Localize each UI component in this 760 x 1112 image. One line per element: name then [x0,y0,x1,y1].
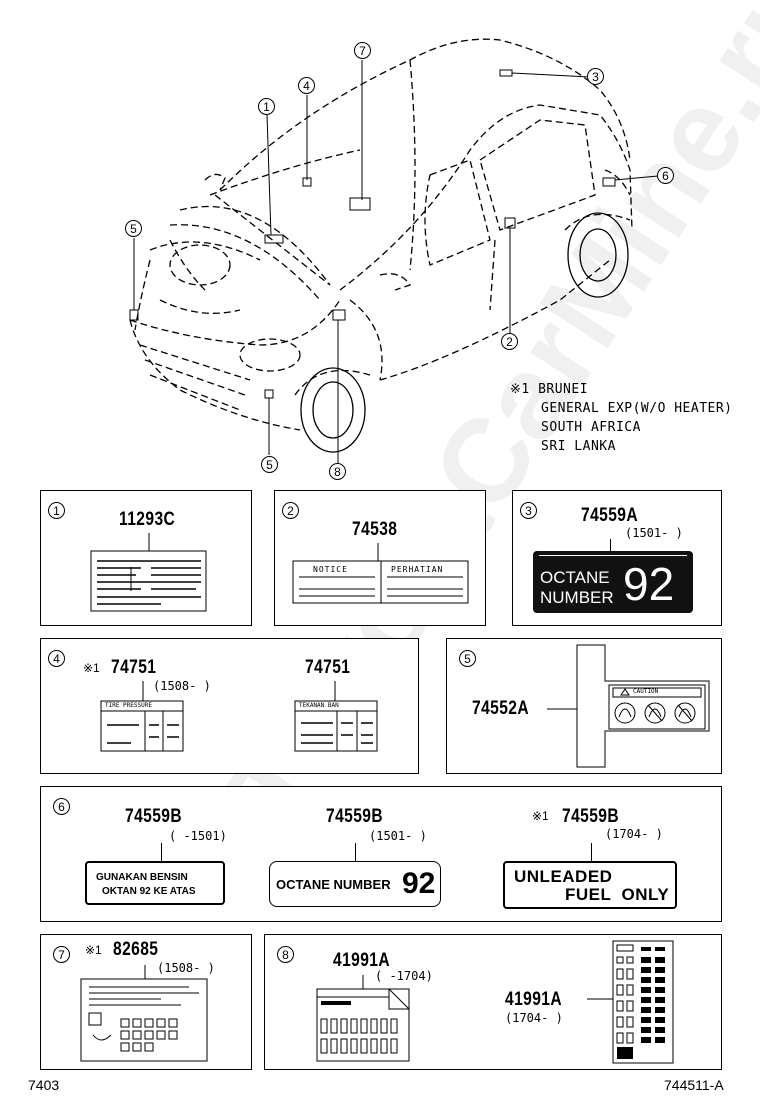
callout-5-lower: 5 [261,456,278,473]
callout-7: 7 [354,42,371,59]
tag-text-b: TEKANAN BAN [299,702,339,709]
leader-line [355,843,356,861]
part-number: 74538 [352,519,398,540]
region-mark: ※1 [85,943,102,957]
panel-number: 6 [53,798,70,815]
label-drawing [100,681,378,752]
callout-6: 6 [657,167,674,184]
panel-2: 2 74538 NOTICE PERHATIAN [274,490,486,626]
panel-number: 3 [520,502,537,519]
panel-7: 7 ※1 82685 (1508- ) [40,934,252,1070]
leader-line [161,843,162,861]
octane-value: 92 [623,558,675,610]
octane-text: OCTANE [540,568,610,587]
part-number: 11293C [119,509,176,530]
callout-8: 8 [329,463,346,480]
panel-number: 8 [277,946,294,963]
panel-number: 7 [53,946,70,963]
label-drawing [80,965,208,1062]
footer-right: 744511-A [664,1077,724,1093]
part-number-b: 74751 [305,657,351,678]
panel-6: 6 74559B ( -1501) GUNAKAN BENSIN OKTAN 9… [40,786,722,922]
panel-8: 8 41991A ( -1704) 41991A (1704- ) [264,934,722,1070]
callout-5-front: 5 [125,220,142,237]
part-number-b: 74559B [326,806,384,827]
label-line: GUNAKAN BENSIN [96,872,188,883]
date-range-b: (1704- ) [505,1011,563,1025]
leader-line [610,539,611,551]
octane-number-label: OCTANE NUMBER 92 [269,861,441,907]
part-number: 74559A [581,505,639,526]
label-line: UNLEADED [514,867,613,886]
label-text: OCTANE NUMBER [276,877,391,892]
legend-line: SOUTH AFRICA [541,420,641,435]
part-number-b: 41991A [505,989,563,1010]
panel-4: 4 ※1 74751 (1508- ) 74751 TIRE PRESSURE … [40,638,419,774]
panel-1: 1 11293C [40,490,252,626]
octane-value: 92 [402,867,436,900]
panel-number: 5 [459,650,476,667]
callout-1: 1 [258,98,275,115]
part-number: 82685 [113,939,159,960]
number-text: NUMBER [540,588,614,607]
label-drawing [316,940,674,1064]
notice-text: NOTICE [313,565,348,574]
date-range-a: (1508- ) [153,679,211,693]
legend-line: SRI LANKA [541,439,616,454]
panel-number: 2 [282,502,299,519]
perhatian-text: PERHATIAN [391,565,444,574]
part-number: 74552A [472,698,530,719]
label-line: OKTAN 92 KE ATAS [102,886,196,897]
date-range-c: (1704- ) [605,827,663,841]
unleaded-label: UNLEADED FUEL ONLY [503,861,677,909]
leader-line [591,843,592,861]
panel-5: 5 74552A CAUTION [446,638,722,774]
callout-4: 4 [298,77,315,94]
date-range: (1508- ) [157,961,215,975]
car-illustration [129,38,659,463]
date-range-a: ( -1501) [169,829,227,843]
label-rule [539,555,687,556]
label-drawing [547,644,710,768]
footer-left: 7403 [28,1077,60,1093]
tag-text-a: TIRE PRESSURE [105,702,152,709]
region-mark: ※1 [83,661,100,675]
gunakan-label: GUNAKAN BENSIN OKTAN 92 KE ATAS [85,861,225,905]
legend-line: BRUNEI [538,382,589,397]
part-number-a: 74751 [111,657,157,678]
panel-3: 3 74559A (1501- ) OCTANE NUMBER 92 [512,490,722,626]
legend-line: GENERAL EXP(W/O HEATER) [541,401,733,416]
legend: ※1 BRUNEI GENERAL EXP(W/O HEATER) SOUTH … [510,380,733,456]
date-range: (1501- ) [625,526,683,540]
date-range-b: (1501- ) [369,829,427,843]
part-number-a: 41991A [333,950,391,971]
panel-number: 1 [48,502,65,519]
part-number-c: 74559B [562,806,620,827]
label-drawing [90,533,207,612]
label-line: FUEL ONLY [565,885,670,904]
date-range-a: ( -1704) [375,969,433,983]
legend-mark: ※1 [510,382,530,397]
caution-text: CAUTION [633,688,659,695]
callout-3: 3 [587,68,604,85]
panel-number: 4 [48,650,65,667]
part-number-a: 74559B [125,806,183,827]
octane-label: OCTANE NUMBER 92 [533,551,693,613]
label-drawing [292,543,469,604]
callout-2: 2 [501,333,518,350]
region-mark: ※1 [532,809,549,823]
